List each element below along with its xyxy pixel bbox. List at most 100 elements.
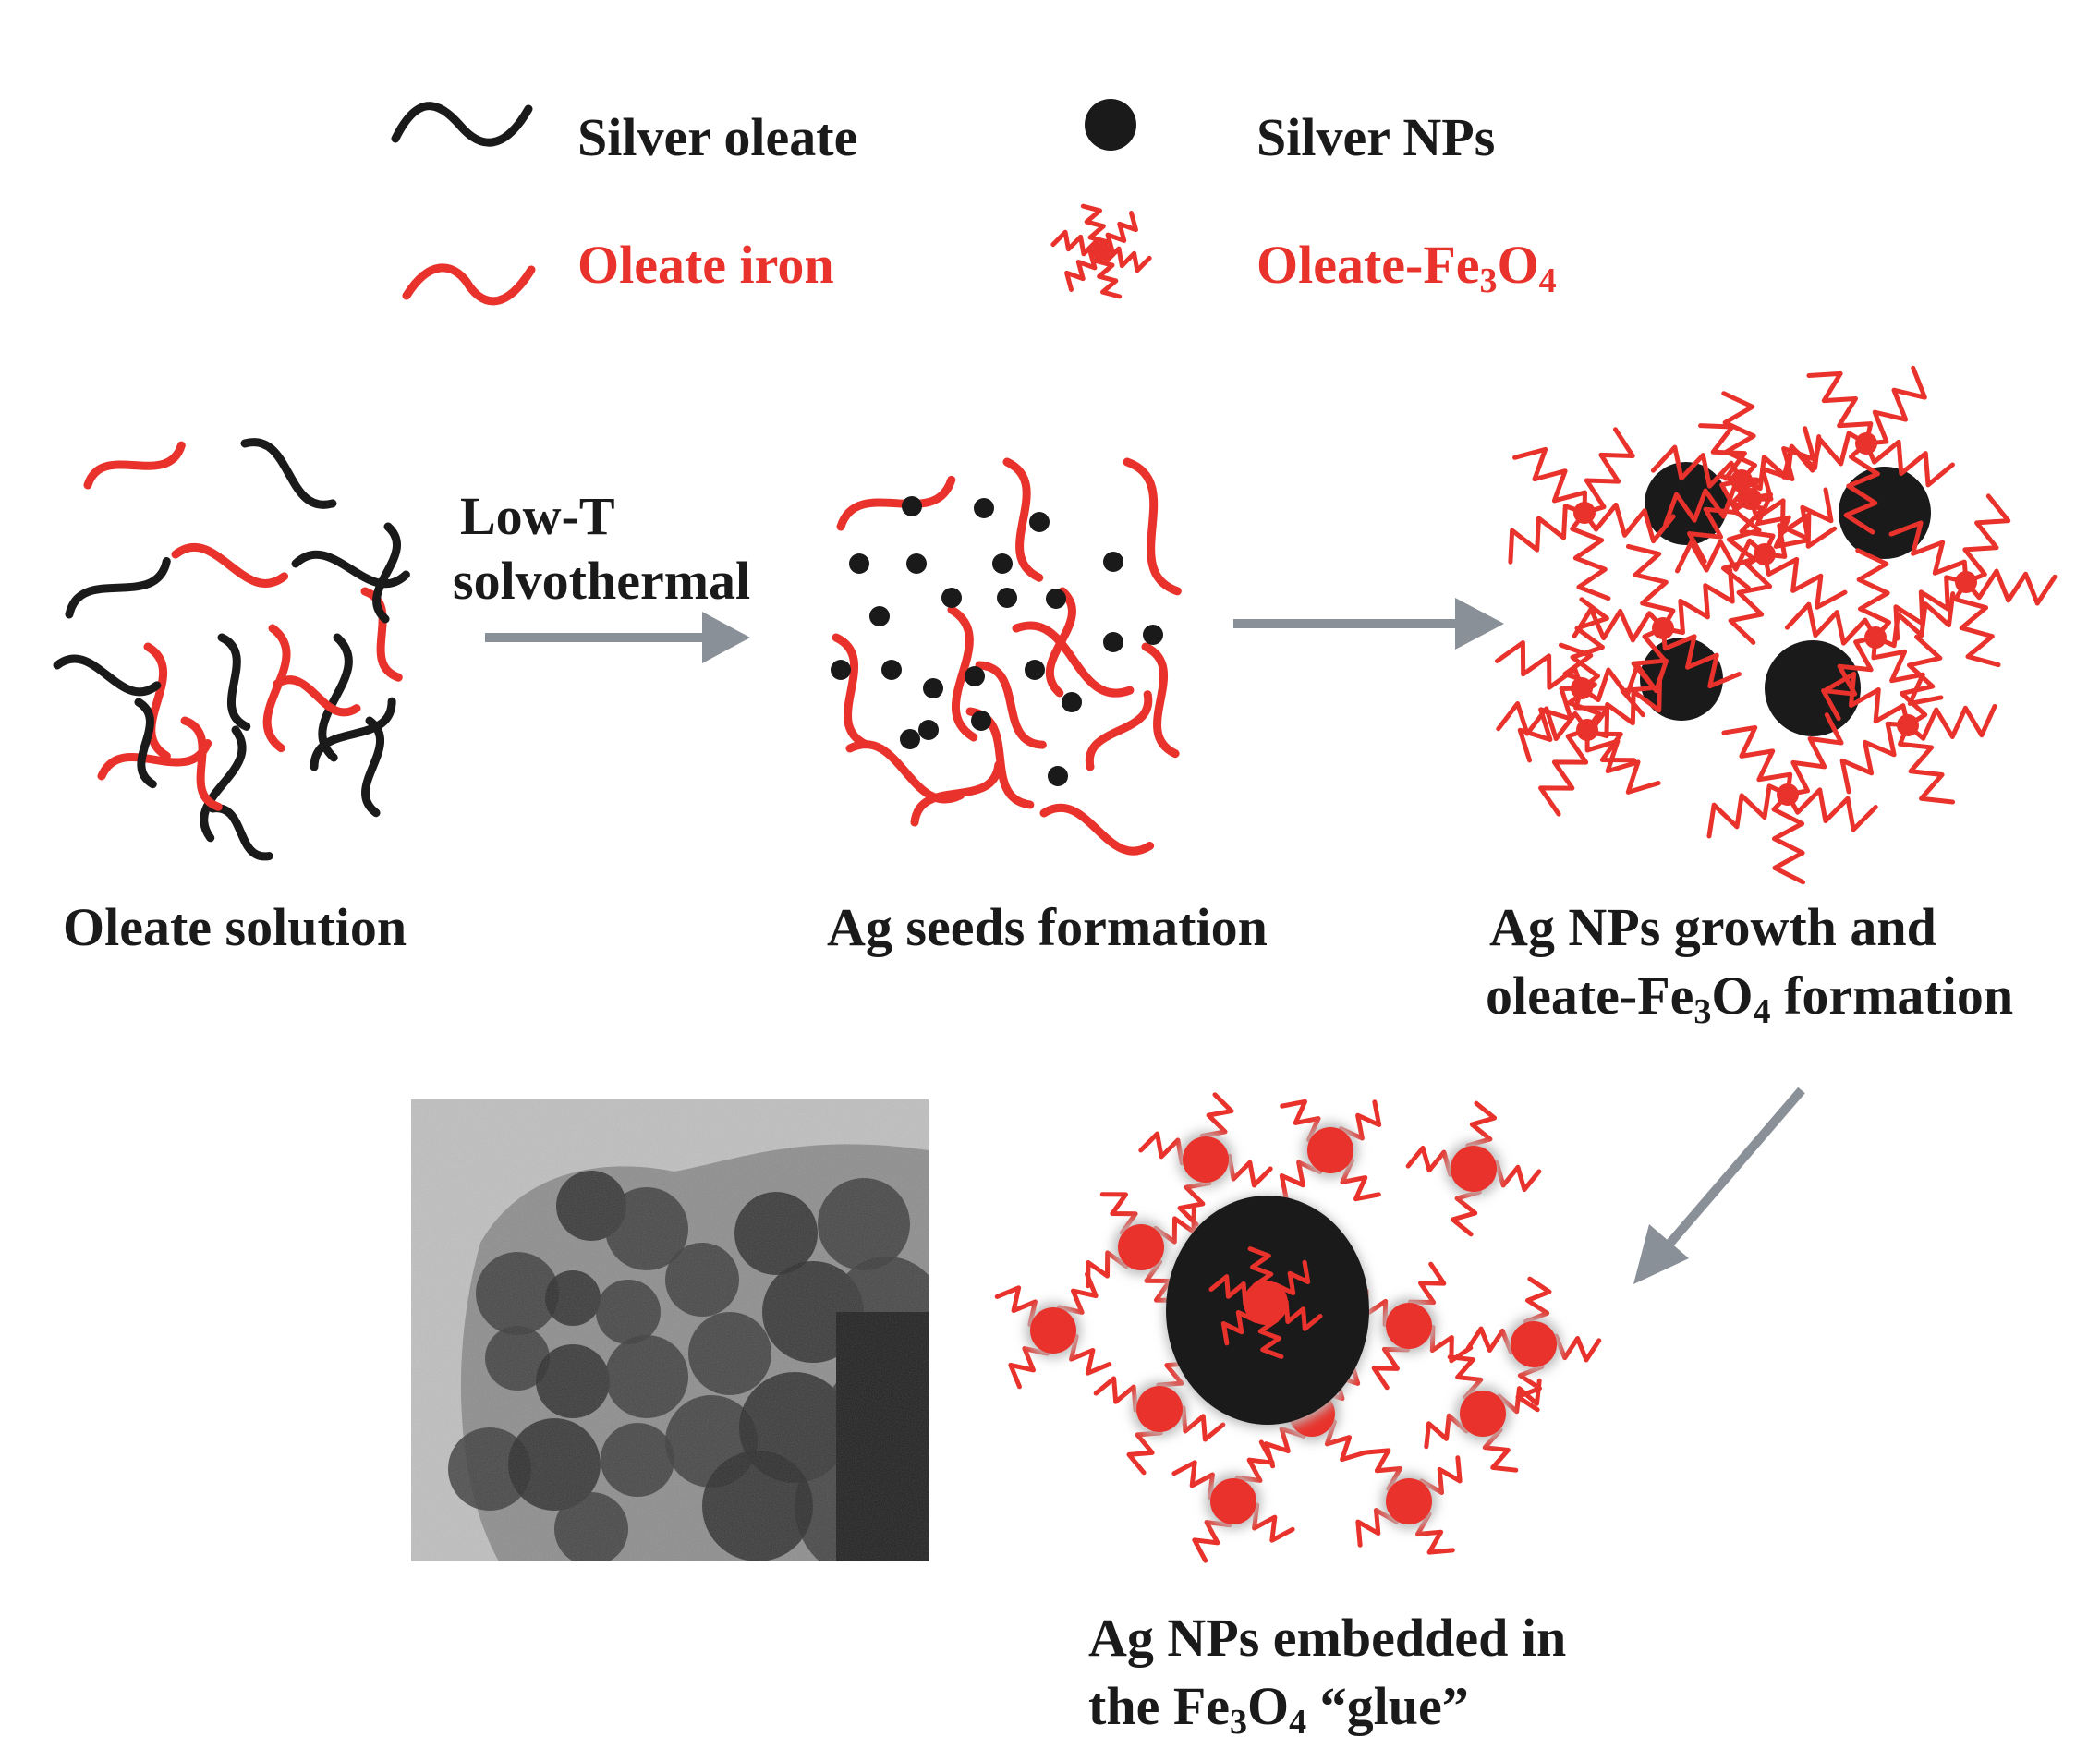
oleate-iron-icon — [402, 263, 536, 306]
ag-seed — [923, 678, 943, 698]
ag-seed — [1103, 632, 1123, 652]
oleate-ligand — [1093, 249, 1123, 299]
oleate-ligand — [1687, 478, 1744, 565]
silver-oleate-strand — [208, 804, 273, 861]
oleate-ligand — [1855, 548, 1892, 640]
oleate-ligand — [1064, 249, 1104, 292]
silver-np-icon — [1085, 99, 1136, 151]
oleate-fe3o4-particle — [1663, 423, 1838, 590]
arrow-growth — [1233, 598, 1504, 650]
oleate-ligand — [1871, 635, 1944, 706]
label-embedded-line2: the Fe3O4 “glue” — [1088, 1676, 1469, 1742]
oleate-ligand — [1953, 579, 2001, 668]
oleate-iron-strand — [1045, 587, 1076, 698]
oleate-ligand — [1721, 391, 1758, 483]
silver-oleate-strand — [200, 725, 247, 843]
fe3o4-core — [1118, 1224, 1164, 1270]
central-fe3o4-particle — [1208, 1246, 1323, 1359]
embedded-cluster — [994, 1092, 1602, 1563]
oleate-ligand — [1584, 675, 1663, 739]
oleate-ligand — [1099, 211, 1138, 254]
oleate-ligand — [1824, 671, 1911, 728]
silver-oleate-strand — [240, 438, 337, 509]
oleate-fe3o4-particle — [1888, 493, 2058, 668]
ag-nanoparticle — [1765, 640, 1861, 736]
oleate-solution-cluster — [53, 438, 410, 861]
oleate-fe3o4-particle — [994, 1271, 1112, 1390]
oleate-fe3o4-particle — [1784, 548, 1956, 722]
oleate-fe3o4-particle — [1706, 712, 1878, 885]
oleate-ligand — [1806, 370, 1874, 446]
arrow-label-solvothermal: solvothermal — [453, 551, 750, 611]
legend-silver-oleate: Silver oleate — [577, 107, 857, 167]
fe3o4-core — [1897, 714, 1919, 736]
oleate-ligand — [1771, 792, 1806, 885]
oleate-ligand — [1863, 365, 1927, 446]
fe3o4-core — [1576, 719, 1598, 741]
oleate-iron-strand — [1012, 621, 1135, 698]
silver-oleate-icon — [391, 102, 533, 147]
oleate-iron-strand — [947, 605, 978, 742]
oleate-ligand — [1660, 626, 1742, 689]
oleate-iron-strand — [910, 760, 1003, 827]
fe3o4-core — [1092, 242, 1111, 261]
ag-seed — [965, 666, 985, 686]
oleate-ligand — [1784, 601, 1878, 646]
ag-seed — [849, 553, 869, 574]
oleate-ligand — [1762, 552, 1848, 610]
oleate-ligand — [1512, 446, 1587, 516]
label-oleate-solution: Oleate solution — [63, 897, 407, 957]
oleate-ligand — [1538, 727, 1590, 817]
ag-seed — [918, 720, 939, 740]
oleate-fe3o4-icon — [1050, 203, 1152, 299]
oleate-iron-strand — [1002, 457, 1044, 582]
fe3o4-core — [1183, 1136, 1229, 1183]
label-ag-seeds-formation: Ag seeds formation — [827, 897, 1268, 957]
oleate-ligand — [1785, 712, 1844, 797]
silver-oleate-strand — [310, 697, 396, 771]
label-growth-line2: oleate-Fe3O4 formation — [1486, 966, 2013, 1031]
oleate-iron-strand — [1141, 642, 1180, 759]
oleate-ligand — [1620, 626, 1668, 718]
silver-oleate-strand — [217, 633, 251, 731]
oleate-ligand — [1962, 493, 2011, 585]
oleate-iron-strand — [83, 441, 186, 490]
ag-seed — [831, 660, 851, 680]
oleate-ligand — [1720, 496, 1762, 590]
oleate-ligand — [1674, 538, 1767, 574]
oleate-fe3o4-particle — [1572, 543, 1742, 718]
oleate-fe3o4-particle — [1171, 1439, 1295, 1563]
oleate-iron-strand — [180, 716, 223, 811]
oleate-iron-strand — [273, 675, 361, 717]
ag-seeds-cluster — [831, 457, 1182, 856]
oleate-ligand — [1570, 597, 1609, 691]
oleate-fe3o4-particle — [1405, 1100, 1542, 1237]
silver-oleate-strand — [372, 522, 401, 624]
legend-oleate-iron: Oleate iron — [577, 235, 834, 295]
oleate-ligand — [1839, 721, 1911, 795]
oleate-fe3o4-particle — [1465, 1276, 1602, 1413]
fe3o4-core — [1511, 1321, 1557, 1367]
oleate-ligand — [1893, 575, 1969, 641]
fe3o4-core — [1652, 617, 1674, 639]
oleate-iron-strand — [836, 475, 956, 531]
label-embedded-line1: Ag NPs embedded in — [1088, 1608, 1566, 1668]
oleate-ligand — [1706, 783, 1790, 839]
fe3o4-core — [1210, 1478, 1256, 1524]
oleate-ligand — [1821, 635, 1878, 722]
oleate-fe3o4-particle — [1093, 1342, 1226, 1476]
fe3o4-core — [1386, 1303, 1432, 1349]
label-growth-line1: Ag NPs growth and — [1489, 897, 1936, 957]
fe3o4-core — [1386, 1478, 1432, 1524]
fe3o4-core — [1030, 1307, 1076, 1354]
legend-fe3o4-particle — [1050, 203, 1152, 299]
fe3o4-core — [1573, 502, 1596, 524]
oleate-ligand — [1785, 787, 1878, 832]
oleate-ligand — [1781, 431, 1869, 480]
legend-silver-nps: Silver NPs — [1256, 107, 1495, 167]
oleate-iron-strand — [845, 740, 965, 804]
oleate-iron-strand — [832, 633, 870, 749]
oleate-ligand — [1899, 634, 1943, 728]
ag-seed — [1062, 692, 1082, 712]
